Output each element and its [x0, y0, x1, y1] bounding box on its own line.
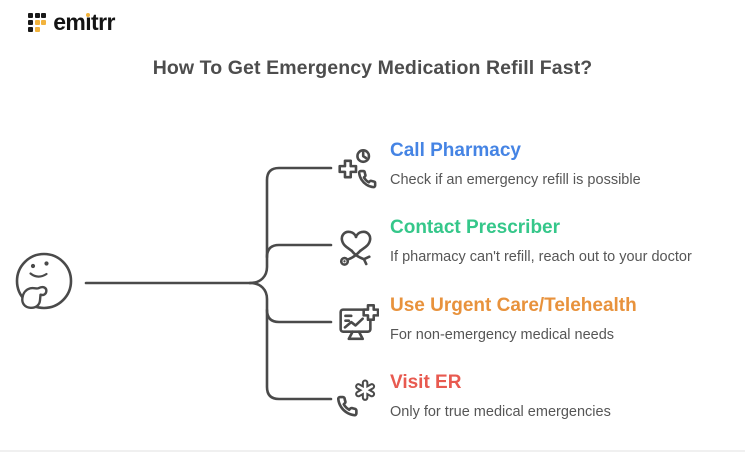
bottom-divider	[0, 450, 745, 452]
step-call-pharmacy: Call Pharmacy Check if an emergency refi…	[333, 139, 641, 192]
logo-text-pre: em	[53, 9, 86, 35]
step-subtitle: Check if an emergency refill is possible	[390, 172, 641, 188]
step-subtitle: Only for true medical emergencies	[390, 404, 611, 420]
page-title: How To Get Emergency Medication Refill F…	[152, 57, 593, 79]
logo-i-dot	[85, 12, 91, 18]
logo-letter-i: ı	[85, 9, 92, 35]
step-title: Contact Prescriber	[390, 217, 561, 238]
thinking-face-icon	[15, 252, 73, 310]
branch-connectors	[84, 166, 333, 401]
emergency-call-icon	[336, 379, 376, 417]
step-visit-er: Visit ER Only for true medical emergenci…	[333, 371, 611, 424]
pharmacy-call-icon	[338, 149, 377, 189]
step-title: Call Pharmacy	[390, 140, 521, 161]
step-subtitle: For non-emergency medical needs	[390, 327, 615, 343]
step-title: Use Urgent Care/Telehealth	[390, 295, 637, 316]
step-title: Visit ER	[390, 372, 462, 393]
emitrr-logo-icon	[28, 13, 47, 32]
step-contact-prescriber: Contact Prescriber If pharmacy can't ref…	[333, 216, 692, 269]
step-urgent-care-telehealth: Use Urgent Care/Telehealth For non-emerg…	[333, 294, 637, 347]
logo-text-post: trr	[91, 9, 115, 35]
heart-stethoscope-icon	[339, 230, 372, 266]
step-subtitle: If pharmacy can't refill, reach out to y…	[390, 249, 692, 265]
telehealth-monitor-icon	[339, 304, 379, 341]
